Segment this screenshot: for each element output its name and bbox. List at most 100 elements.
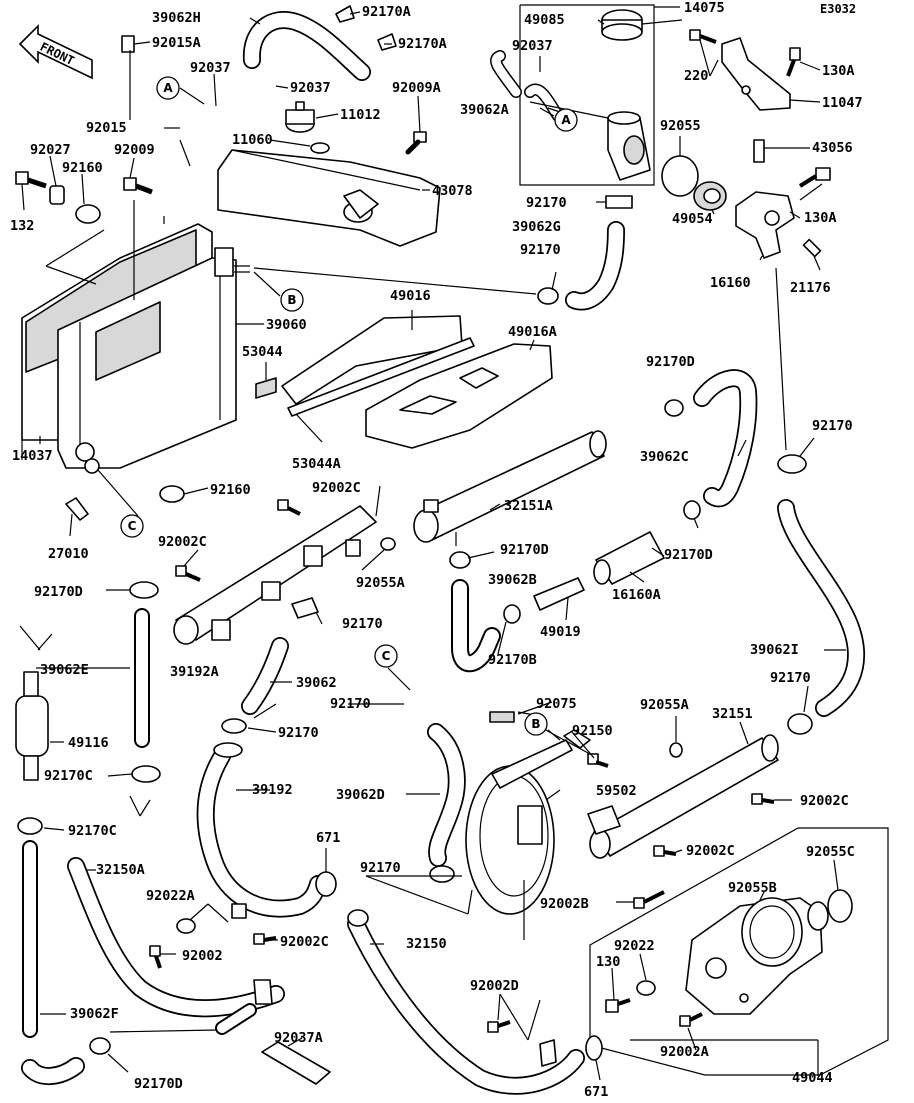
label-16160: 16160: [710, 275, 751, 291]
label-49054: 49054: [672, 211, 713, 227]
bolt-92150: [587, 753, 609, 768]
bolt-92002C-lowerright: [653, 845, 677, 857]
label-39062C: 39062C: [640, 449, 689, 465]
label-220: 220: [684, 68, 708, 84]
label-92055A-2: 92055A: [640, 697, 689, 713]
label-49016: 49016: [390, 288, 431, 304]
label-39060: 39060: [266, 317, 307, 333]
label-130A-2: 130A: [804, 210, 837, 226]
label-92002C-5: 92002C: [280, 934, 329, 950]
label-92002A: 92002A: [660, 1044, 709, 1060]
label-92150: 92150: [572, 723, 613, 739]
label-92170-5: 92170: [330, 696, 371, 712]
callout-b-right: B: [524, 712, 548, 736]
thermostat-housing: [735, 139, 831, 259]
label-92002C-2: 92002C: [158, 534, 207, 550]
pipe-39192A: [173, 505, 377, 645]
label-92015: 92015: [86, 120, 127, 136]
svg-text:A: A: [561, 113, 571, 127]
svg-text:C: C: [382, 649, 391, 663]
clip-92170D-bottom: [89, 1037, 111, 1055]
label-39062: 39062: [296, 675, 337, 691]
label-92170D-2: 92170D: [646, 354, 695, 370]
label-92160-1: 92160: [62, 160, 103, 176]
radiator: [21, 223, 250, 474]
clip-92170B: [503, 604, 521, 624]
label-92037A: 92037A: [274, 1030, 323, 1046]
label-59502: 59502: [596, 783, 637, 799]
o-ring-92055C: [827, 889, 853, 923]
tank-grommet: [310, 142, 330, 154]
callout-a-right: A: [554, 108, 578, 132]
pressure-cap: [601, 9, 643, 41]
clip-92170C-upper: [131, 765, 161, 783]
clip-92170D-left: [129, 581, 159, 599]
clip-92170D-39062C: [664, 399, 684, 417]
label-92002D: 92002D: [470, 978, 519, 994]
bracket-11047: [689, 29, 801, 111]
bolt-92009: [123, 177, 153, 195]
thermostat: [693, 181, 727, 211]
o-ring-92055: [661, 155, 699, 197]
pipe-49019: [533, 577, 585, 611]
callout-c-left: C: [120, 514, 144, 538]
pipe-16160A: [593, 531, 665, 585]
diagram-code: E3032: [820, 2, 856, 16]
washer-92022: [636, 980, 656, 996]
washer-92022A: [176, 918, 196, 934]
label-21176: 21176: [790, 280, 831, 296]
reservoir-frame: [519, 4, 655, 186]
label-39062I: 39062I: [750, 642, 799, 658]
part-labels: 39062H 92170A 92170A 92015A 92037 92037 …: [10, 0, 863, 1100]
pipe-32151A: [413, 430, 607, 546]
label-53044A: 53044A: [292, 456, 341, 472]
label-39062D: 39062D: [336, 787, 385, 803]
label-49116: 49116: [68, 735, 109, 751]
spacer-92075: [489, 711, 515, 723]
shroud-49016A: [365, 343, 553, 449]
tank-cap: [285, 101, 315, 133]
label-49044: 49044: [792, 1070, 833, 1086]
svg-text:B: B: [531, 717, 540, 731]
bracket-92037A: [261, 1041, 331, 1085]
label-92170-2: 92170: [520, 242, 561, 258]
label-130A-1: 130A: [822, 63, 855, 79]
label-92170C-2: 92170C: [68, 823, 117, 839]
clip-92170D-39062B: [449, 551, 471, 569]
label-39062G: 39062G: [512, 219, 561, 235]
label-92022: 92022: [614, 938, 655, 954]
water-pump-49044: [685, 897, 829, 1015]
label-92170D-5: 92170D: [134, 1076, 183, 1092]
label-49016A: 49016A: [508, 324, 557, 340]
grommet-92027: [49, 185, 65, 205]
filter-49116: [15, 671, 49, 781]
bolt-92002B: [633, 890, 665, 909]
label-130: 130: [596, 954, 620, 970]
callout-b-left: B: [280, 288, 304, 312]
o-ring-92055A-upper: [380, 537, 396, 551]
label-92027: 92027: [30, 142, 71, 158]
label-92015A: 92015A: [152, 35, 201, 51]
label-92037-3: 92037: [512, 38, 553, 54]
svg-text:C: C: [128, 519, 137, 533]
label-92170-6: 92170: [770, 670, 811, 686]
label-671-2: 671: [584, 1084, 608, 1100]
label-92170D-3: 92170D: [500, 542, 549, 558]
label-39062H: 39062H: [152, 10, 201, 26]
label-92170-7: 92170: [278, 725, 319, 741]
label-92002C-1: 92002C: [312, 480, 361, 496]
label-92170D-1: 92170D: [34, 584, 83, 600]
clip-92170-mid: [291, 597, 319, 619]
label-43056: 43056: [812, 140, 853, 156]
label-92160-2: 92160: [210, 482, 251, 498]
svg-text:B: B: [287, 293, 296, 307]
bolt-92009A: [405, 131, 427, 155]
label-11060: 11060: [232, 132, 273, 148]
label-49019: 49019: [540, 624, 581, 640]
label-32151: 32151: [712, 706, 753, 722]
bolt-92002A: [679, 1012, 703, 1027]
label-39062E: 39062E: [40, 662, 89, 678]
clip-92170-39062: [221, 718, 247, 734]
callout-a-left: A: [156, 76, 180, 100]
bolt-130: [605, 998, 631, 1013]
